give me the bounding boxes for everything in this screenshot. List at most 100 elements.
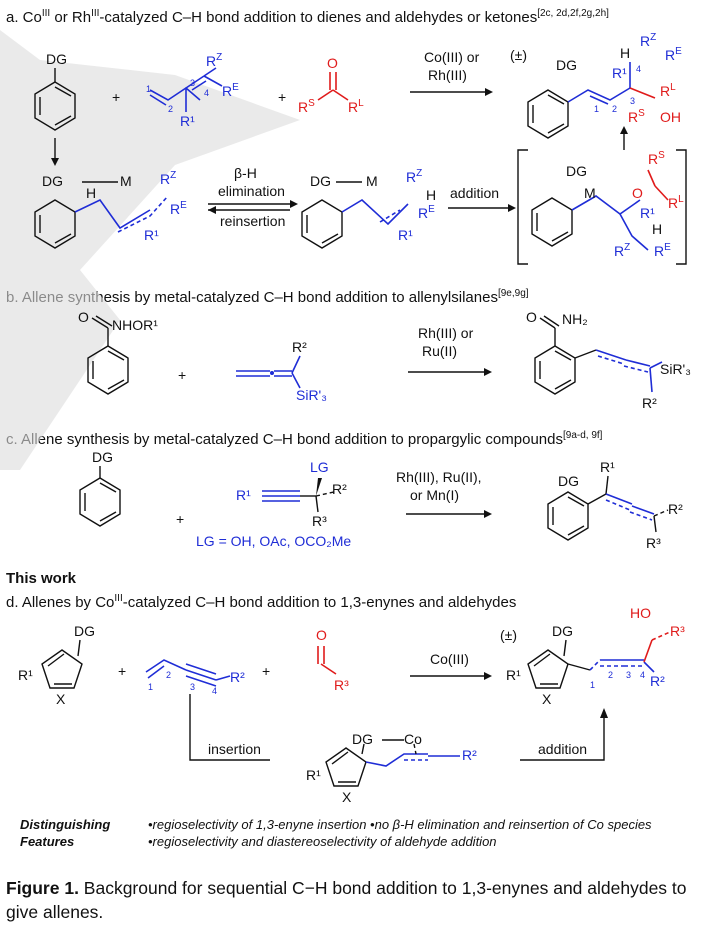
svg-text:2: 2 [166,670,171,680]
svg-text:addition: addition [450,185,499,201]
svg-text:4: 4 [636,64,641,74]
svg-text:Rh(III): Rh(III) [428,67,467,83]
svg-text:X: X [342,789,352,805]
svg-text:2: 2 [612,104,617,114]
svg-text:R²: R² [462,747,477,763]
svg-text:(±): (±) [500,627,517,643]
svg-text:RE: RE [170,200,187,217]
svg-text:X: X [542,691,552,707]
svg-text:+: + [178,367,186,383]
svg-text:DG: DG [42,173,63,189]
svg-text:O: O [526,309,537,325]
svg-text:DG: DG [310,173,331,189]
svg-text:RL: RL [660,82,676,99]
svg-text:1: 1 [590,680,595,690]
svg-text:3: 3 [630,96,635,106]
svg-text:R¹: R¹ [18,667,33,683]
allene-product-d [527,631,671,689]
aldehyde-d [317,646,337,675]
this-work-heading: This work [6,570,77,587]
benzamide-b [87,315,129,395]
benzene-ring-a1 [34,68,76,131]
metallacycle-a1 [34,181,169,249]
svg-text:+: + [112,89,120,105]
metallacycle-a2 [301,181,409,249]
svg-text:R²: R² [650,673,665,689]
benzene-c [79,466,121,527]
svg-text:RS: RS [648,150,665,167]
svg-text:RL: RL [348,98,364,115]
svg-text:R²: R² [292,339,307,355]
svg-text:R³: R³ [670,623,685,639]
section-a-refs: [2c, 2d,2f,2g,2h] [537,8,609,19]
svg-text:R¹: R¹ [600,459,615,475]
svg-text:SiR'₃: SiR'₃ [296,387,327,403]
svg-text:or Mn(I): or Mn(I) [410,487,459,503]
svg-text:R¹: R¹ [398,227,413,243]
svg-text:O: O [78,309,89,325]
enyne-d [145,659,231,687]
svg-text:RS: RS [298,98,315,115]
svg-text:Rh(III), Ru(II),: Rh(III), Ru(II), [396,469,482,485]
product-a [527,62,656,139]
svg-text:RL: RL [668,194,684,211]
svg-text:X: X [56,691,66,707]
svg-text:DG: DG [352,731,373,747]
svg-text:1: 1 [594,104,599,114]
svg-text:R³: R³ [646,535,661,551]
svg-text:4: 4 [640,670,645,680]
svg-text:4: 4 [204,88,209,98]
svg-text:LG = OH, OAc, OCO₂Me: LG = OH, OAc, OCO₂Me [196,533,351,549]
svg-text:Co(III): Co(III) [430,651,469,667]
svg-text:reinsertion: reinsertion [220,213,285,229]
svg-text:M: M [120,173,132,189]
section-c-title: c. Allene synthesis by metal-catalyzed C… [6,430,603,448]
svg-text:2: 2 [168,104,173,114]
svg-text:RZ: RZ [640,32,656,49]
svg-text:SiR'₃: SiR'₃ [660,361,691,377]
svg-text:RE: RE [418,204,435,221]
svg-text:R¹: R¹ [306,767,321,783]
svg-text:R¹: R¹ [144,227,159,243]
svg-text:H: H [86,185,96,201]
svg-text:HO: HO [630,605,651,621]
caption-text: Background for sequential C−H bond addit… [6,878,687,922]
svg-text:RZ: RZ [406,168,422,185]
watermark-arrow [0,30,300,470]
section-c-refs: [9a-d, 9f] [562,430,603,441]
svg-text:Ru(II): Ru(II) [422,343,457,359]
dg-label-a1: DG [46,51,67,67]
svg-text:R¹: R¹ [612,65,627,81]
svg-text:3: 3 [190,682,195,692]
cobaltacycle-d [325,739,460,787]
svg-text:β-H: β-H [234,165,257,181]
svg-text:O: O [327,55,338,71]
svg-text:Rh(III) or: Rh(III) or [418,325,474,341]
svg-text:+: + [118,663,126,679]
svg-text:RE: RE [665,46,682,63]
svg-text:RZ: RZ [614,242,630,259]
svg-text:3: 3 [626,670,631,680]
allene-product-b [534,315,663,395]
svg-text:DG: DG [556,57,577,73]
svg-text:DG: DG [74,623,95,639]
svg-text:DG: DG [552,623,573,639]
svg-text:RS: RS [628,108,645,125]
svg-text:H: H [426,187,436,203]
svg-text:R¹: R¹ [640,205,655,221]
svg-text:RE: RE [654,242,671,259]
heteroarene-d [41,639,83,689]
svg-text:DG: DG [566,163,587,179]
svg-text:R¹: R¹ [180,113,195,129]
svg-text:+: + [262,663,270,679]
allenylsilane-b [236,355,301,389]
carbonyl-a [317,72,349,101]
allene-product-c [547,475,669,541]
svg-text:R³: R³ [312,513,327,529]
svg-text:O: O [632,185,643,201]
svg-text:4: 4 [212,686,217,696]
svg-text:H: H [652,221,662,237]
svg-text:O: O [316,627,327,643]
svg-text:R³: R³ [334,677,349,693]
